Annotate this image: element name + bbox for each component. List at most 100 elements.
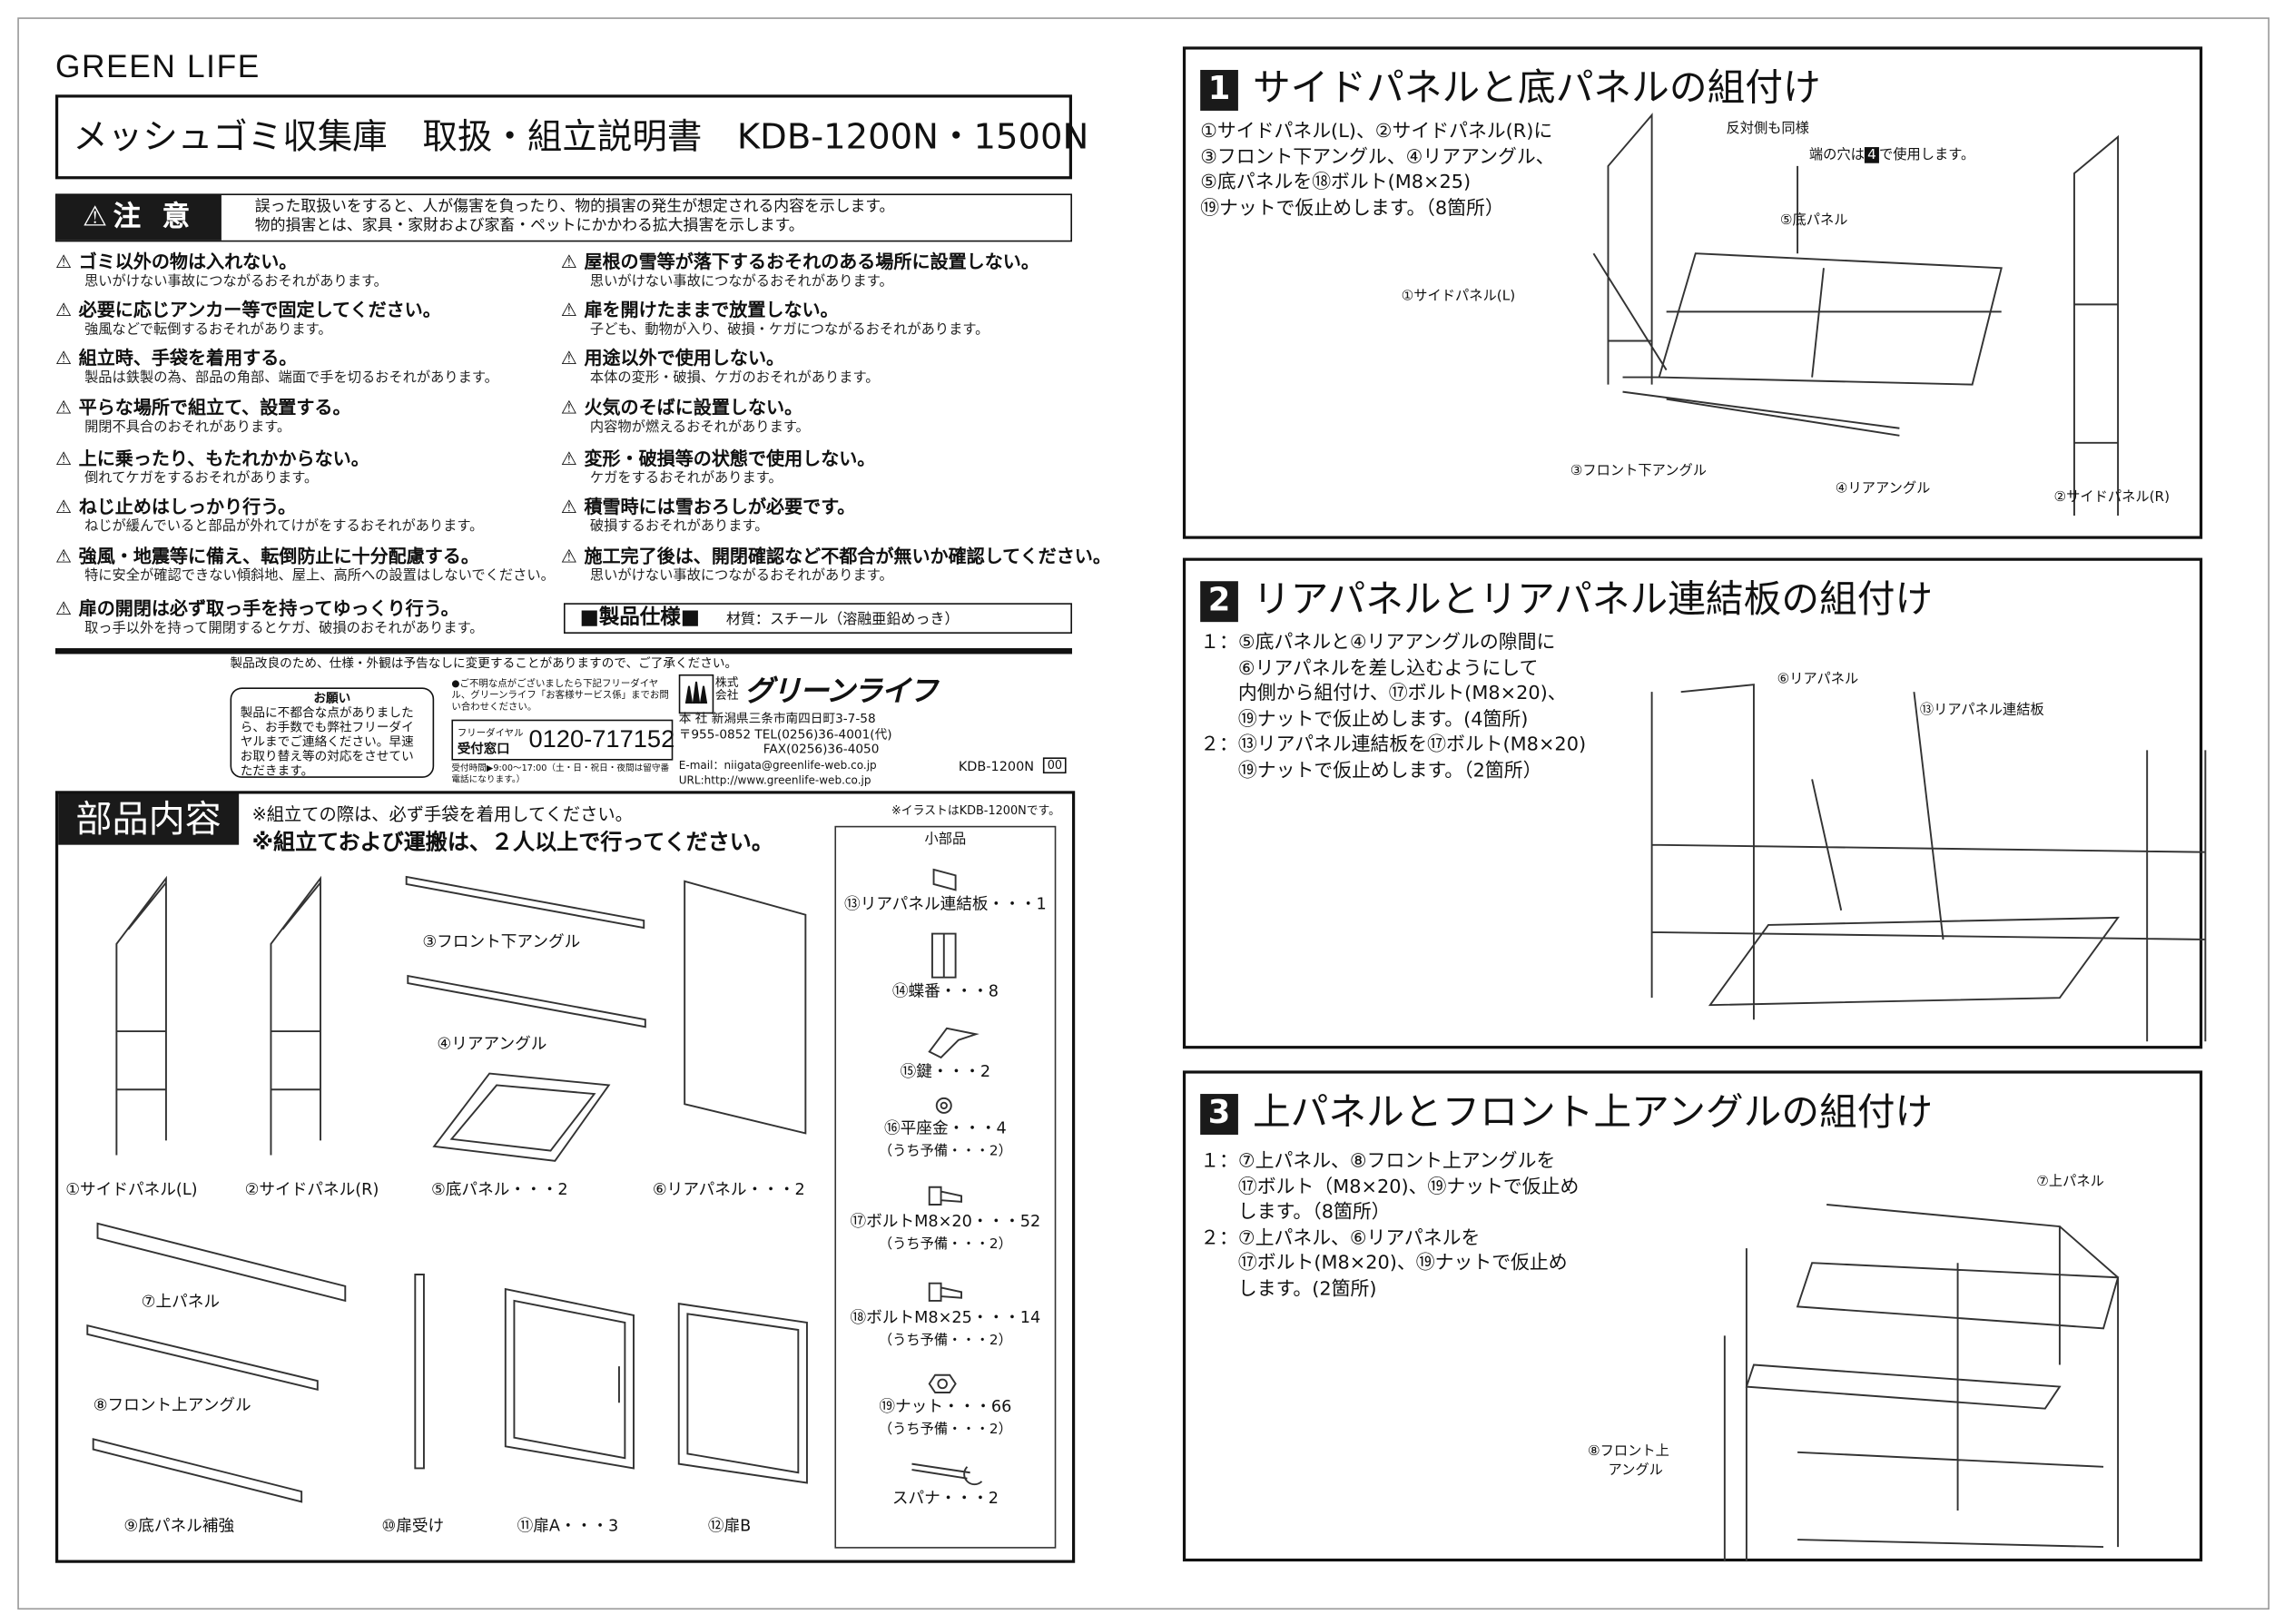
step-3-diagram: [1723, 1204, 2120, 1562]
warning-description: ねじが緩んでいると部品が外れてけがをするおそれがあります。: [84, 518, 484, 535]
part-label: ⑩扉受け: [381, 1516, 445, 1536]
warning-triangle-icon: ⚠: [560, 298, 577, 321]
warning-triangle-icon: ⚠: [54, 545, 72, 567]
hinge-icon: [930, 932, 957, 979]
model-code: KDB-1200N: [958, 760, 1035, 775]
warning-item: ⚠ ねじ止めはしっかり行う。ねじが緩んでいると部品が外れてけがをするおそれがありま…: [55, 496, 558, 536]
door-b-illustration: [677, 1303, 808, 1484]
small-part-item: ⑭蝶番・・・8: [836, 979, 1055, 1002]
warning-item: ⚠平らな場所で組立て、設置する。開閉不具合のおそれがあります。: [55, 396, 558, 437]
illustration-note: ※イラストはKDB-1200Nです。: [891, 803, 1060, 818]
tel: 〒955-0852 TEL(0256)36-4001(代): [678, 727, 892, 743]
step-title-text: 上パネルとフロント上アングルの組付け: [1252, 1090, 1934, 1135]
warning-description: 製品は鉄製の為、部品の角部、端面で手を切るおそれがあります。: [84, 369, 498, 387]
free-dial-label: フリーダイヤル: [457, 726, 524, 739]
small-part-label: ⑲ナット・・・66: [879, 1396, 1012, 1416]
hole-note-text: で使用します。: [1879, 147, 1975, 163]
warning-description: 開閉不具合のおそれがあります。: [84, 419, 291, 436]
bottom-panel-illustration: [432, 1072, 611, 1162]
warning-title: ⚠ 扉を開けたままで放置しない。: [561, 299, 1064, 322]
warning-description: 内容物が燃えるおそれがあります。: [589, 419, 810, 436]
warning-title-text: 用途以外で使用しない。: [584, 346, 785, 369]
warning-description: 本体の変形・破損、ケガのおそれがあります。: [589, 369, 880, 387]
website-link[interactable]: URL:http://www.greenlife-web.co.jp: [678, 773, 871, 787]
warning-title-text: ゴミ以外の物は入れない。: [78, 250, 298, 273]
warning-triangle-icon: ⚠: [54, 495, 72, 517]
caution-description: 誤った取扱いをすると、人が傷害を負ったり、物的損害の発生が想定される内容を示しま…: [255, 198, 895, 236]
warning-triangle-icon: ⚠: [54, 596, 72, 619]
warning-description: 倒れてケガをするおそれがあります。: [84, 470, 319, 487]
wrench-icon: [911, 1462, 983, 1486]
warning-triangle-icon: ⚠: [54, 447, 72, 469]
warning-description: 思いがけない事故につながるおそれがあります。: [84, 273, 388, 290]
change-notice: 製品改良のため、仕様・外観は予告なしに変更することがありますので、ご了承ください…: [230, 656, 738, 672]
warning-title-text: 扉の開閉は必ず取っ手を持ってゆっくり行う。: [78, 596, 459, 619]
warning-triangle-icon: ⚠: [560, 346, 577, 369]
warning-item: ⚠必要に応じアンカー等で固定してください。強風などで転倒するおそれがあります。: [55, 299, 558, 340]
warning-title: ⚠ 組立時、手袋を着用する。: [55, 347, 558, 370]
warning-triangle-icon: ⚠: [560, 495, 577, 517]
small-part-item: ⑬リアパネル連結板・・・1: [836, 891, 1055, 915]
door-receiver-illustration: [414, 1274, 425, 1470]
warning-title-text: 組立時、手袋を着用する。: [78, 346, 298, 369]
reception-label: 受付窓口: [457, 743, 510, 758]
caution-label: ⚠注 意: [56, 195, 222, 241]
warning-description: 特に安全が確認できない傾斜地、屋上、高所への設置はしないでください。: [84, 567, 555, 585]
warning-title: ⚠必要に応じアンカー等で固定してください。: [55, 299, 558, 322]
warning-triangle-icon: ⚠: [54, 346, 72, 369]
warning-item: ⚠ゴミ以外の物は入れない。思いがけない事故につながるおそれがあります。: [55, 251, 558, 291]
warning-description: 思いがけない事故につながるおそれがあります。: [589, 273, 893, 290]
small-part-item: ⑮鍵・・・2: [836, 1059, 1055, 1083]
bolt-icon: [928, 1282, 962, 1302]
step-title-text: サイドパネルと底パネルの組付け: [1252, 66, 1821, 111]
warning-title-text: 扉を開けたままで放置しない。: [584, 298, 839, 321]
warning-item: ⚠屋根の雪等が落下するおそれのある場所に設置しない。思いがけない事故につながるお…: [561, 251, 1064, 291]
fax: FAX(0256)36-4050: [763, 743, 880, 758]
warning-title: ⚠施工完了後は、開閉確認など不都合が無いか確認してください。: [561, 545, 1111, 568]
small-part-item: ⑲ナット・・・66（うち予備・・・2）: [836, 1394, 1055, 1438]
caution-banner: ⚠注 意 誤った取扱いをすると、人が傷害を負ったり、物的損害の発生が想定される内…: [54, 193, 1072, 242]
washer-icon: [935, 1097, 952, 1114]
warning-title-text: 屋根の雪等が落下するおそれのある場所に設置しない。: [584, 250, 1039, 273]
part-label: ②サイドパネル(R): [244, 1179, 379, 1199]
warning-description: 思いがけない事故につながるおそれがあります。: [589, 567, 893, 585]
diagram-callout: ④リアアングル: [1835, 480, 1931, 497]
free-dial-number[interactable]: 0120-717152: [528, 725, 675, 753]
small-part-label: ⑯平座金・・・4: [883, 1118, 1007, 1138]
email-link[interactable]: E-mail：niigata@greenlife-web.co.jp: [678, 758, 877, 772]
warning-title-text: 上に乗ったり、もたれかからない。: [78, 447, 369, 469]
small-part-spare: （うち予備・・・2）: [878, 1236, 1012, 1253]
warning-title-text: 平らな場所で組立て、設置する。: [78, 396, 351, 418]
part-label: ③フロント下アングル: [422, 931, 581, 951]
small-part-item: ⑱ボルトM8×25・・・14（うち予備・・・2）: [836, 1305, 1055, 1349]
company-logo-icon: [678, 674, 714, 714]
small-part-spare: （うち予備・・・2）: [878, 1143, 1012, 1160]
spec-label: ■製品仕様■: [579, 605, 700, 630]
warning-description: 破損するおそれがあります。: [589, 518, 769, 535]
rear-panel-illustration: [684, 880, 807, 1135]
side-panel-l-illustration: [115, 875, 167, 1156]
warning-title: ⚠ 上に乗ったり、もたれかからない。: [55, 448, 558, 471]
warning-title-text: 必要に応じアンカー等で固定してください。: [78, 298, 441, 321]
address: 本 社 新潟県三条市南四日町3-7-58: [678, 712, 876, 727]
part-label: ①サイドパネル(L): [65, 1179, 198, 1199]
part-label: ⑥リアパネル・・・2: [652, 1179, 805, 1199]
diagram-callout: ③フロント下アングル: [1570, 463, 1708, 479]
diagram-callout: アングル: [1608, 1462, 1663, 1479]
warning-title: ⚠ ねじ止めはしっかり行う。: [55, 496, 558, 519]
warning-title-text: ねじ止めはしっかり行う。: [78, 495, 297, 517]
contact-note: ●ご不明な点がございましたら下記フリーダイヤル、グリーンライフ「お客様サービス係…: [451, 677, 669, 713]
step-title-text: リアパネルとリアパネル連結板の組付け: [1252, 578, 1934, 623]
part-label: ⑨底パネル補強: [123, 1516, 235, 1536]
small-part-label: ⑭蝶番・・・8: [891, 981, 999, 1001]
nut-icon: [928, 1373, 957, 1393]
part-label: ⑫扉B: [707, 1516, 752, 1536]
request-text: 製品に不都合な点がありましたら、お手数でも弊社フリーダイヤルまでご連絡ください。…: [240, 706, 414, 780]
connector-plate-icon: [932, 868, 957, 891]
door-a-illustration: [504, 1287, 635, 1470]
